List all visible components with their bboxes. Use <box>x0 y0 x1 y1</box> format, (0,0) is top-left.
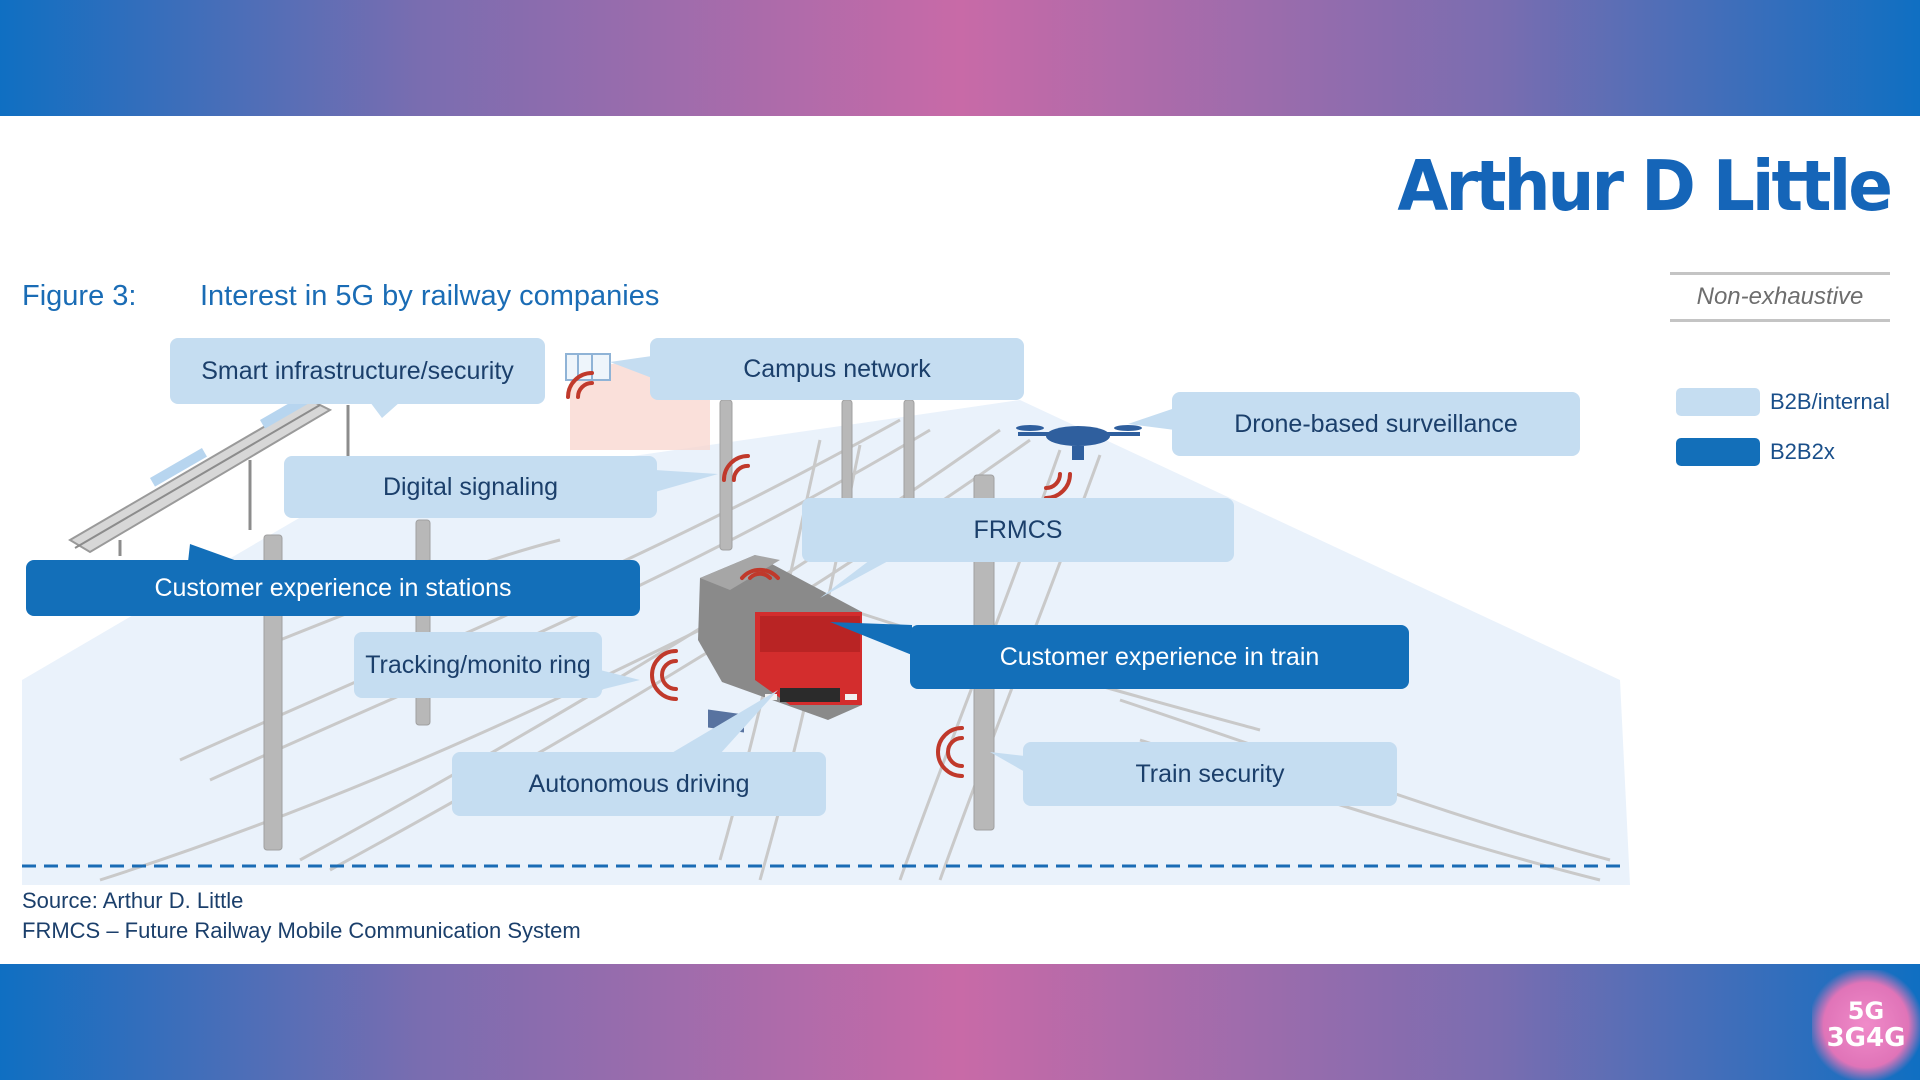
figure-title: Interest in 5G by railway companies <box>200 280 660 312</box>
frmcs-definition-note: FRMCS – Future Railway Mobile Communicat… <box>22 918 581 943</box>
signal-icon-antenna <box>566 371 594 399</box>
callout-autonomous-driving: Autonomous driving <box>452 752 826 816</box>
drone-icon <box>1016 425 1142 460</box>
top-gradient-band <box>0 0 1920 116</box>
wireless-signal-icons <box>566 371 1072 778</box>
brand-logo: Arthur D Little <box>1397 146 1893 227</box>
legend-swatch-b2b-internal <box>1676 388 1760 416</box>
callout-pointers <box>188 356 1175 772</box>
signal-icon-tracking <box>650 649 678 701</box>
bottom-gradient-band <box>0 964 1920 1080</box>
callout-customer-experience-train: Customer experience in train <box>910 625 1409 689</box>
legend-item-b2b2x: B2B2x <box>1676 438 1835 466</box>
train-icon <box>698 555 862 733</box>
legend-swatch-b2b2x <box>1676 438 1760 466</box>
station-canopy <box>68 390 350 556</box>
signal-icon-drone <box>1044 472 1072 500</box>
callout-train-security: Train security <box>1023 742 1397 806</box>
figure-number: Figure 3: <box>22 280 137 312</box>
badge-line-5g: 5G <box>1847 997 1885 1025</box>
source-note: Source: Arthur D. Little <box>22 888 244 913</box>
3g4g-badge: 5G 3G4G <box>1812 970 1920 1080</box>
legend-label-b2b-internal: B2B/internal <box>1770 389 1890 414</box>
callout-customer-experience-stations: Customer experience in stations <box>26 560 640 616</box>
badge-line-3g4g: 3G4G <box>1826 1023 1906 1053</box>
non-exhaustive-tag: Non-exhaustive <box>1670 272 1890 322</box>
legend-label-b2b2x: B2B2x <box>1770 439 1835 464</box>
callout-smart-infrastructure: Smart infrastructure/security <box>170 338 545 404</box>
callout-digital-signaling: Digital signaling <box>284 456 657 518</box>
antenna-mast <box>565 353 611 381</box>
callout-frmcs: FRMCS <box>802 498 1234 562</box>
callout-drone-surveillance: Drone-based surveillance <box>1172 392 1580 456</box>
signal-icon-train <box>740 567 780 580</box>
callout-tracking-monitoring: Tracking/monito ring <box>354 632 602 698</box>
callout-campus-network: Campus network <box>650 338 1024 400</box>
signal-icon-signaling <box>721 453 750 482</box>
legend-item-b2b-internal: B2B/internal <box>1676 388 1890 416</box>
signal-icon-security <box>936 726 964 778</box>
